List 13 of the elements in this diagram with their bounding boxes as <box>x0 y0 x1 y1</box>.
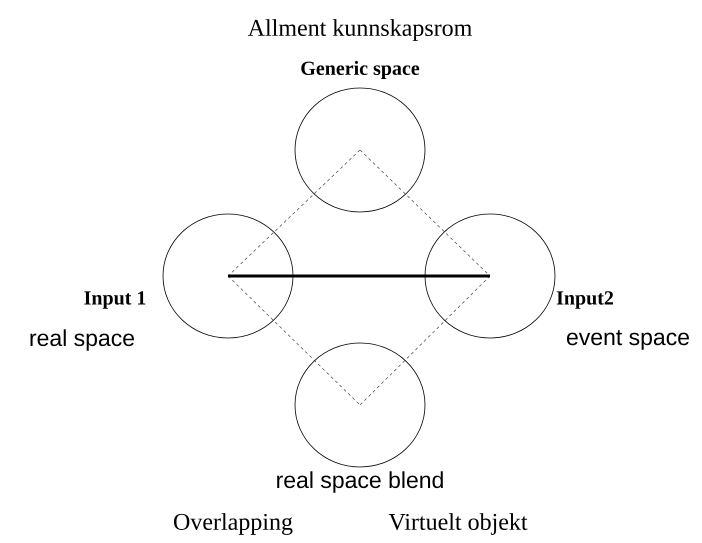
dashed-line <box>228 150 360 276</box>
node-label: Input2 <box>556 291 614 309</box>
caption-text: Overlapping <box>174 513 293 535</box>
node-label: Allment kunnskapsrom <box>248 19 472 41</box>
caption-text: Virtuelt objekt <box>388 513 528 535</box>
dashed-line <box>360 276 490 406</box>
node-label: event space <box>566 330 689 350</box>
connector-line <box>228 274 490 278</box>
node-label: real space blend <box>277 471 443 493</box>
node-label: Generic space <box>301 60 420 80</box>
dashed-line <box>228 276 360 406</box>
node-label: real space <box>30 329 134 351</box>
node-label: Input 1 <box>84 291 146 309</box>
